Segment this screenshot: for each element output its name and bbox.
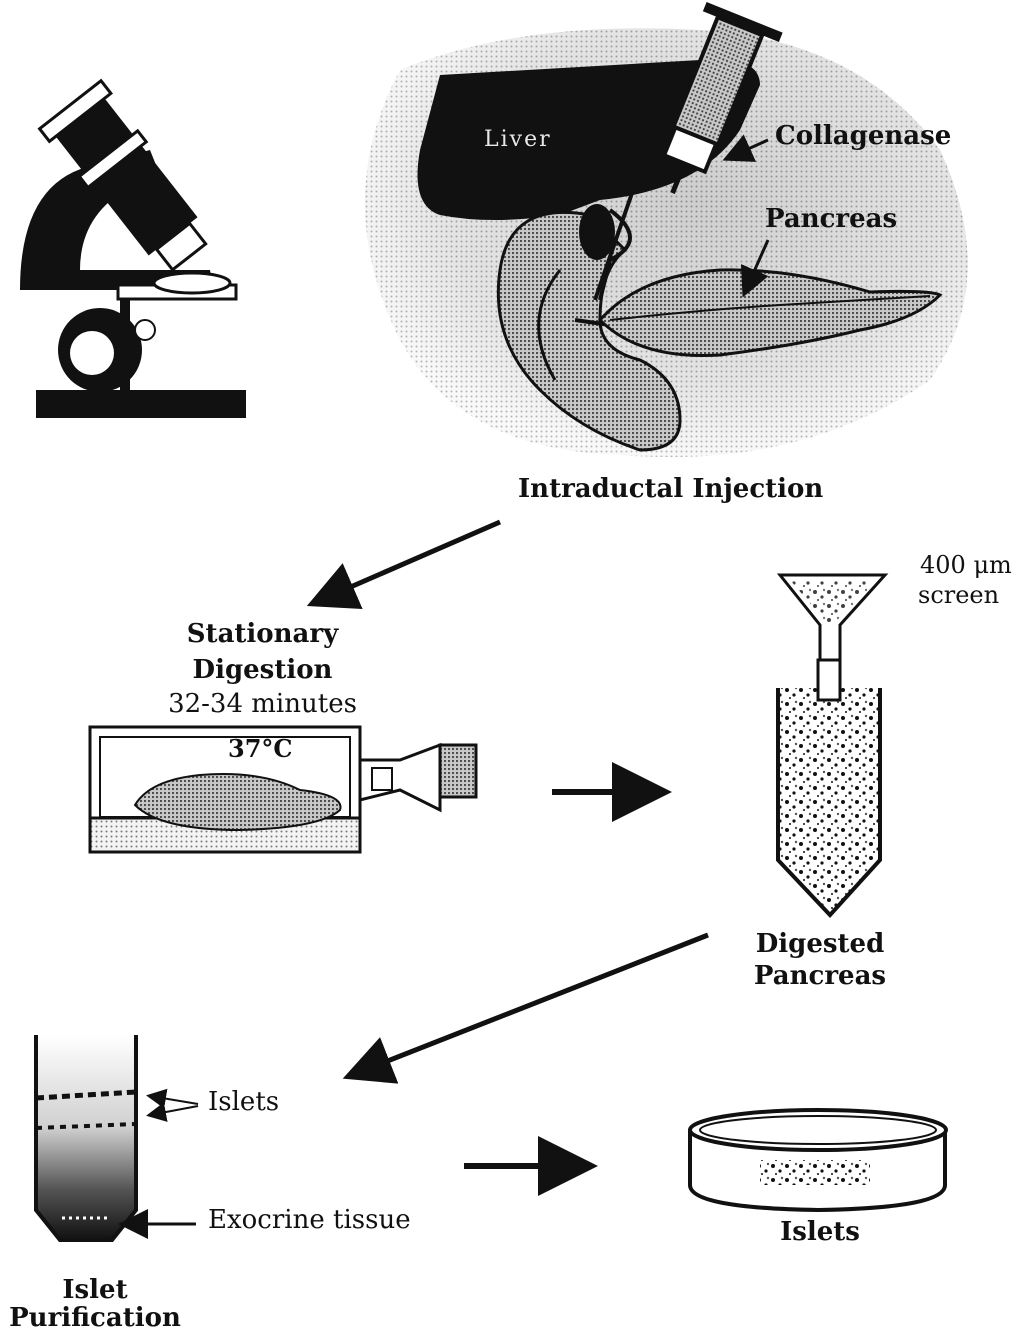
petri-dish-icon <box>690 1110 946 1210</box>
exocrine-pointer-label: Exocrine tissue <box>208 1206 411 1236</box>
gradient-tube-icon <box>36 1035 136 1240</box>
digested-label-line1: Digested <box>730 930 910 960</box>
islets-dish-label: Islets <box>755 1218 885 1248</box>
flow-arrow-3 <box>352 935 708 1075</box>
anatomy-illustration <box>365 28 968 457</box>
islets-pointer-label: Islets <box>208 1088 279 1118</box>
purification-label-line1: Islet <box>0 1276 190 1306</box>
tube-icon <box>778 660 880 915</box>
purification-label-line2: Purification <box>0 1304 190 1334</box>
screen-word-label: screen <box>918 582 999 610</box>
digested-label-line2: Pancreas <box>730 962 910 992</box>
islets-pointer-arrow-b <box>150 1106 198 1115</box>
pancreas-label: Pancreas <box>765 205 897 235</box>
microscope-icon <box>20 81 246 418</box>
screen-size-label: 400 μm <box>920 552 1020 580</box>
intraductal-injection-label: Intraductal Injection <box>518 475 823 505</box>
stationary-time-label: 32-34 minutes <box>150 690 375 720</box>
stationary-label-line2: Digestion <box>150 656 375 686</box>
liver-label: Liver <box>484 127 552 152</box>
collagenase-label: Collagenase <box>775 122 951 152</box>
stationary-label-line1: Stationary <box>150 620 375 650</box>
flow-arrow-1 <box>316 522 500 602</box>
islets-pointer-arrow-a <box>150 1096 198 1104</box>
temperature-label: 37°C <box>228 735 293 763</box>
